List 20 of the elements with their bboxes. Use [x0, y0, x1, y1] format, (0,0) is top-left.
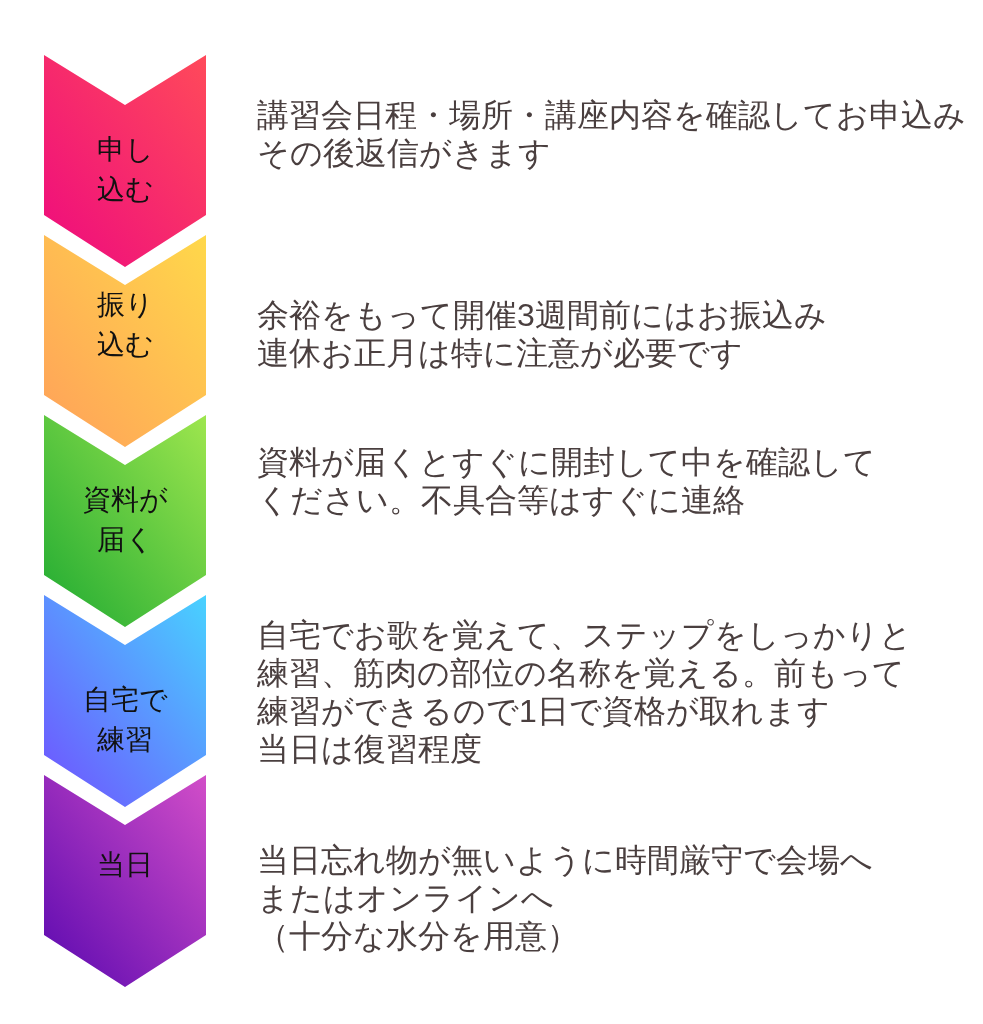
- step-description: 連休お正月は特に注意が必要です: [257, 334, 744, 372]
- chevron-step: [44, 55, 206, 267]
- chevron-step: [44, 775, 206, 987]
- chevron-step: [44, 235, 206, 447]
- step-label: 当日: [96, 848, 154, 882]
- step-description: 自宅でお歌を覚えて、ステップをしっかりと練習、筋肉の部位の名称を覚える。前もって練習ができるので1日で資格が取れます: [257, 616, 913, 730]
- step-description: 余裕をもって開催3週間前にはお振込み: [257, 296, 827, 334]
- step-description: 講習会日程・場所・講座内容を確認してお申込み: [257, 96, 966, 134]
- step-description: （十分な水分を用意）: [257, 917, 580, 955]
- step-description: 当日は復習程度: [257, 730, 483, 768]
- step-description: 資料が届くとすぐに開封して中を確認してください。不具合等はすぐに連絡: [257, 443, 877, 519]
- chevron-step: [44, 595, 206, 807]
- chevron-step: [44, 415, 206, 627]
- step-label: 資料が届く: [81, 483, 169, 557]
- step-description: 当日忘れ物が無いように時間厳守で会場へ: [257, 841, 873, 879]
- step-label: 申し込む: [95, 133, 155, 207]
- step-description: またはオンラインへ: [257, 879, 555, 917]
- step-description: その後返信がきます: [257, 134, 552, 172]
- step-label: 振り込む: [95, 288, 155, 362]
- step-label: 自宅で練習: [81, 683, 169, 757]
